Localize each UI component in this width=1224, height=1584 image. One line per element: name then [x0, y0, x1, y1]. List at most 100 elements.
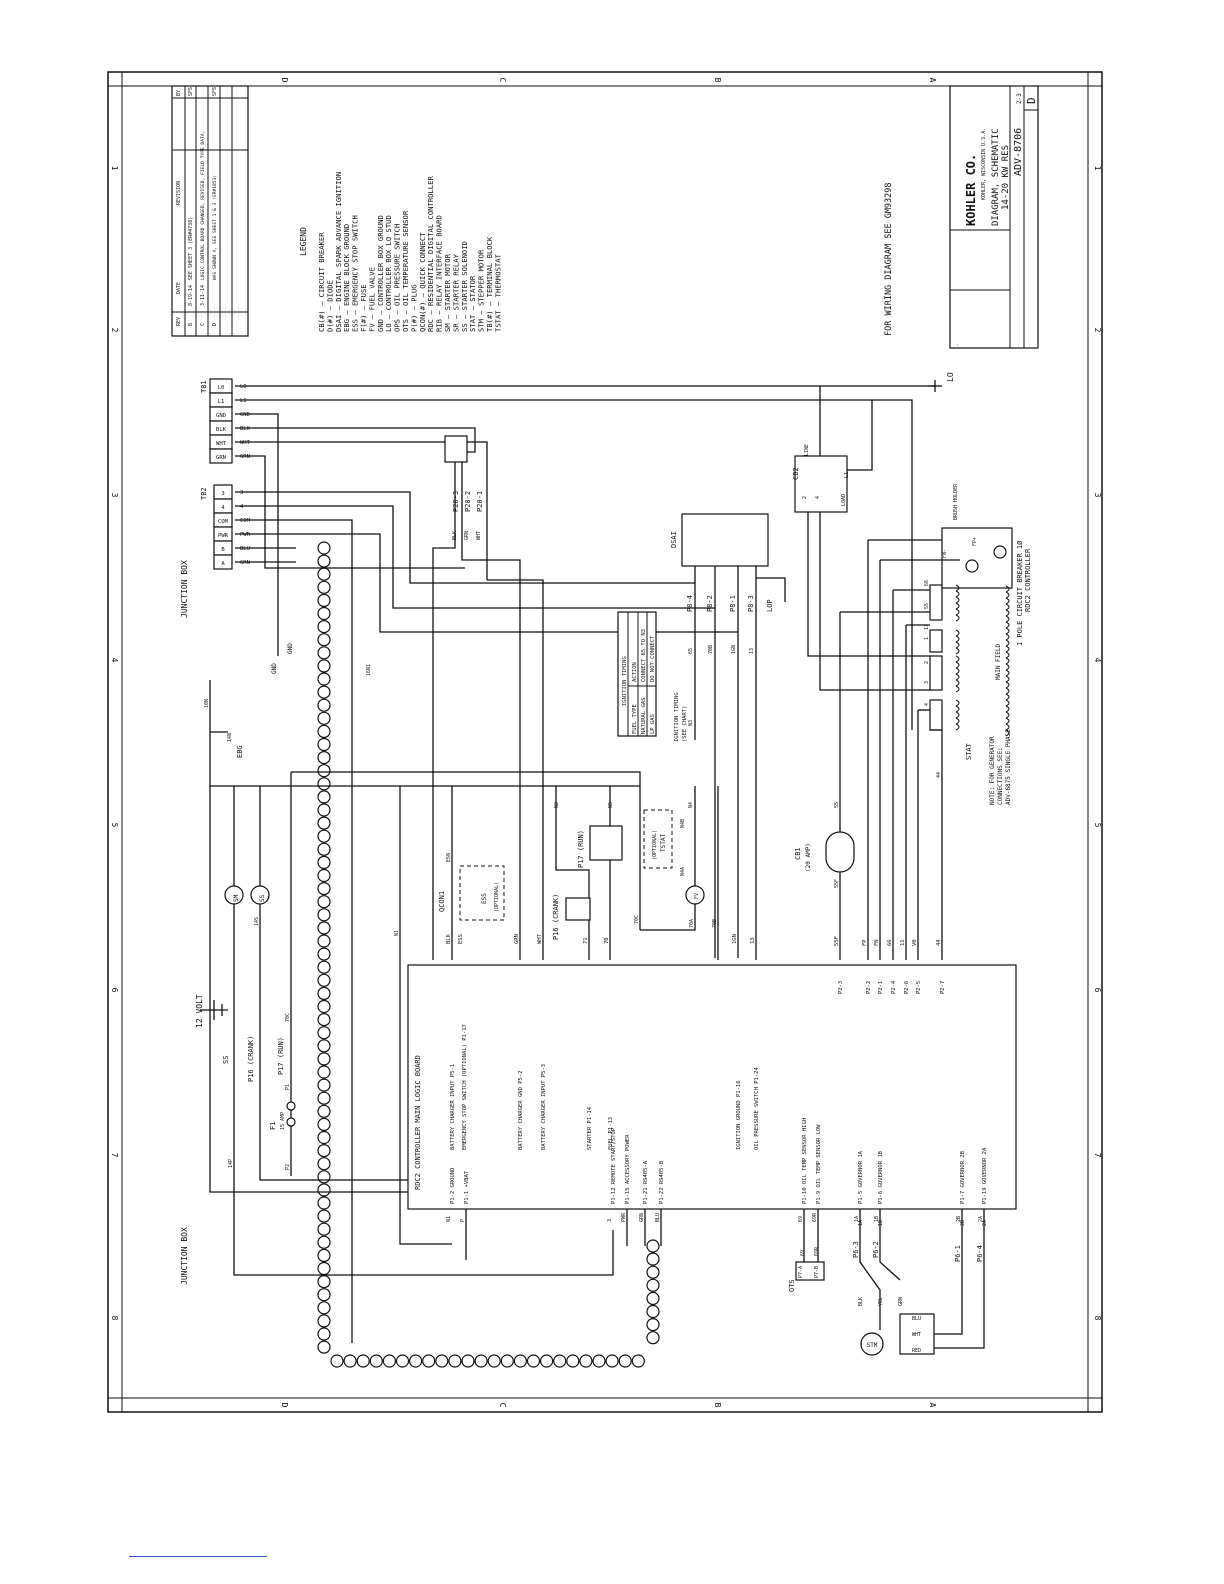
n4a-wire: N4A: [680, 867, 686, 876]
harness-link: [395, 1354, 410, 1368]
ignition-chart-row1-fuel: NATURAL GAS: [641, 698, 647, 734]
harness-link: [317, 672, 331, 686]
controller-pin-label: P2-1: [878, 981, 884, 994]
tb2-wire-label: 4: [240, 504, 244, 510]
legend-item: STAT — STATOR: [468, 275, 477, 332]
zone-a-bottom: A: [928, 1403, 937, 1408]
tb2-label: TB2: [200, 487, 208, 500]
harness-link: [330, 1354, 344, 1368]
legend-item: D(#) — DIODE: [325, 280, 334, 332]
harness-link: [317, 1012, 331, 1027]
tb1-wire-label: L0: [240, 384, 247, 390]
harness-link: [646, 1278, 660, 1292]
controller-pin-label: P1-7 GOVERNOR 2B: [960, 1150, 966, 1204]
ignition-chart-row1-action: CONNECT 65 TO N3: [641, 629, 647, 682]
tb1-wire-label: GRN: [240, 454, 250, 460]
controller-pin-label: BATTERY CHARGER GND P5-2: [518, 1071, 524, 1150]
stator-terminal: [929, 584, 943, 621]
zone-1-left: 1: [110, 166, 119, 171]
harness-link: [317, 1248, 331, 1263]
w1b-wire: 1B: [878, 1220, 884, 1226]
w1a-wire: 1A: [858, 1220, 864, 1226]
stator-terminal: [929, 699, 943, 731]
main-field-coil: [1005, 603, 1010, 611]
harness-link: [343, 1354, 357, 1368]
harness-link: [382, 1354, 396, 1368]
f1-amp-label: 15 AMP: [280, 1112, 286, 1130]
p17-run-label: P17 (RUN): [577, 830, 585, 868]
tb1-terminal: [209, 448, 233, 464]
p8-1-wire: 1GN: [731, 645, 737, 654]
controller-pin-label: P1-19 GOVERNOR 2A: [982, 1147, 988, 1204]
n1-wire: N1: [394, 930, 400, 936]
stat-note-2: CONNECTIONS SEE:: [997, 747, 1004, 805]
tb1-label: TB1: [200, 380, 208, 393]
harness-link: [317, 1065, 331, 1079]
harness-link: [317, 986, 331, 1001]
legend-item: RIB — RELAY INTERFACE BOARD: [435, 215, 444, 332]
tb1-terminal-label: L0: [218, 385, 225, 391]
harness-link: [526, 1354, 541, 1368]
battery-label: 12 VOLT: [195, 994, 204, 1028]
harness-link: [553, 1354, 567, 1368]
stator-coil: [955, 667, 960, 675]
harness-link: [317, 659, 331, 673]
harness-link: [422, 1354, 436, 1368]
n3-wire: N3: [688, 720, 694, 726]
title-block: KOHLER CO. KOHLER, WISCONSIN U.S.A. DIAG…: [949, 85, 1039, 349]
w14n-wire: 14N: [227, 733, 233, 742]
stator-terminal: [929, 655, 943, 691]
harness-link: [317, 1078, 331, 1092]
controller-pin-wire: 2B: [956, 1216, 962, 1222]
harness-link: [317, 960, 331, 974]
legend-item: SS — STARTER SOLENOID: [460, 241, 469, 332]
p6-1-label: P6-1: [954, 1245, 962, 1262]
tb2-terminal-label: 3: [221, 491, 224, 497]
stator-coil: [955, 629, 960, 637]
legend-item: P(#) — PLUG: [409, 284, 418, 332]
harness-link: [317, 1183, 331, 1197]
controller-pin-wire: ESS: [458, 934, 464, 944]
p8-4-wire: 65: [688, 648, 694, 654]
tb1-wire-label: WHT: [240, 440, 251, 446]
harness-link: [317, 646, 331, 660]
controller-pin-label: P1-9 OIL TEMP SENSOR LOW: [816, 1124, 822, 1204]
rev-header-by: BY: [176, 90, 182, 96]
harness-link: [317, 1274, 331, 1289]
w1-term: 1: [924, 637, 930, 640]
ignition-timing-see-label: (SEE CHART): [682, 706, 688, 742]
controller-pin-wire: 1GN: [732, 934, 738, 944]
controller-pin-label: P1-5 GOVERNOR 1A: [858, 1150, 864, 1204]
p17-run-switch-label: P17 (RUN): [277, 1037, 285, 1075]
harness-link: [317, 1026, 331, 1040]
zone-c-bottom: C: [498, 1403, 507, 1408]
zone-6-right: 6: [1093, 988, 1102, 993]
stator-coil: [955, 647, 960, 655]
main-field-coil: [1005, 717, 1010, 725]
harness-link: [317, 1117, 331, 1132]
tb2-wire-label: PWR: [240, 532, 251, 538]
controller-pin-label: P2-4: [891, 980, 897, 994]
zone-b-bottom: B: [713, 1403, 722, 1408]
p20-1-wire: WHT: [476, 531, 482, 540]
cb2-note-line-2: RDC2 CONTROLLER: [1024, 548, 1032, 612]
cb2-line-label: LINE: [804, 444, 810, 456]
tb2-terminal: [213, 554, 233, 570]
zone-7-left: 7: [110, 1153, 119, 1158]
zone-1-right: 1: [1093, 166, 1102, 171]
zone-5-right: 5: [1093, 823, 1102, 828]
legend-item: OPS — OIL PRESSURE SWITCH: [393, 224, 402, 332]
stator-coil: [955, 705, 960, 713]
cb2-wire-4: 4: [815, 496, 821, 499]
controller-pin-wire: FP: [862, 939, 868, 946]
controller-pin-wire: BLK: [446, 933, 452, 944]
main-field-coil: [1005, 681, 1010, 689]
w10n-wire: 10N: [204, 699, 210, 708]
w2b-wire: 2B: [960, 1220, 966, 1226]
harness-link: [317, 1327, 331, 1341]
harness-link: [317, 842, 331, 856]
controller-pin-wire: WHT: [537, 933, 543, 944]
controller-pin-wire: FN: [874, 939, 880, 946]
